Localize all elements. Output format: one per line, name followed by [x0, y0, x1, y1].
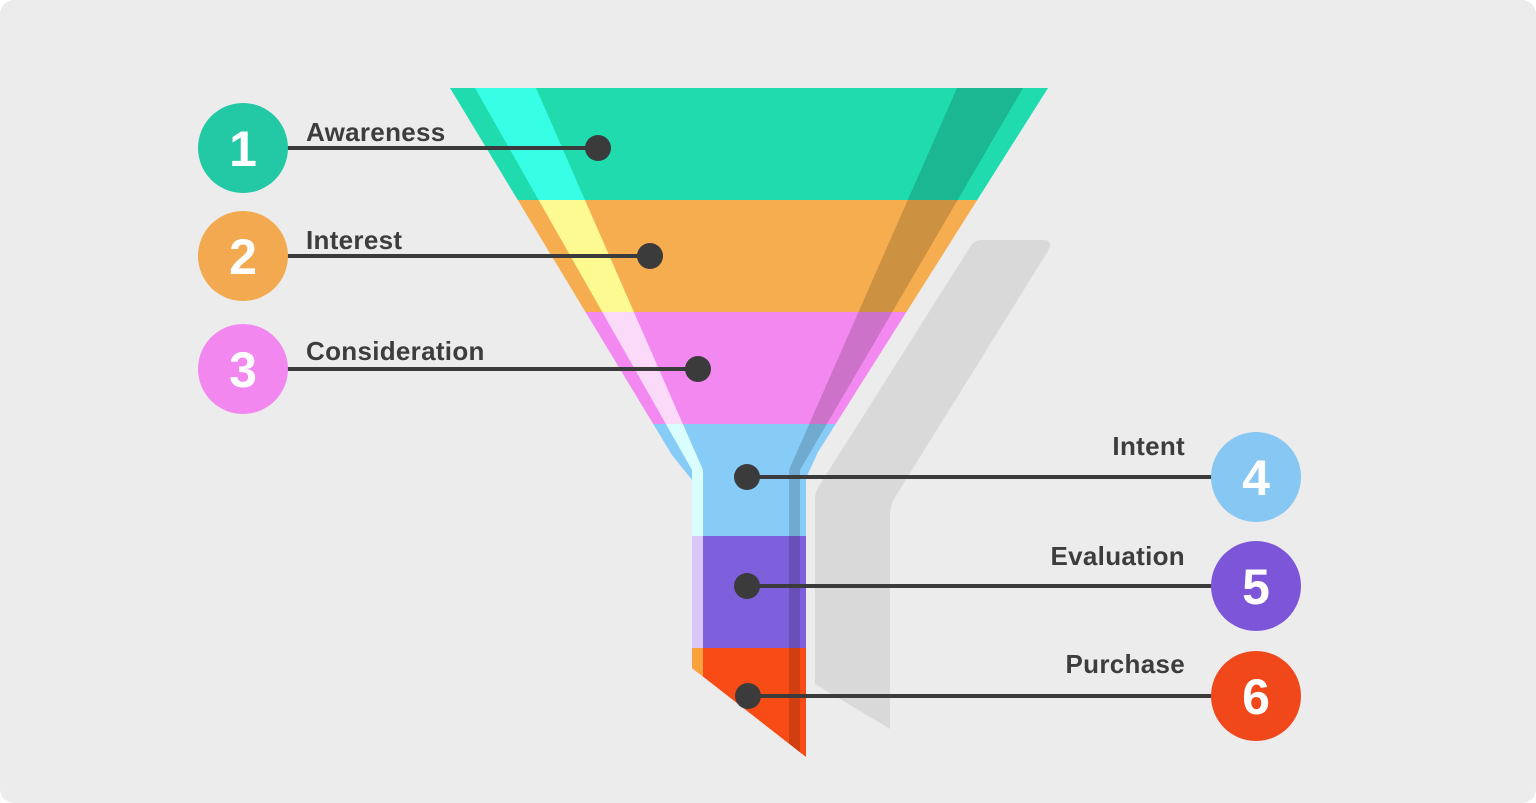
stage-circle-evaluation	[1211, 541, 1301, 631]
stage-label-consideration: Consideration	[306, 336, 485, 366]
funnel-shadow	[815, 240, 1051, 729]
stage-number-awareness: 1	[229, 121, 257, 177]
connector-dot-evaluation	[734, 573, 760, 599]
stage-number-consideration: 3	[229, 342, 257, 398]
stage-circle-intent	[1211, 432, 1301, 522]
stage-circle-consideration	[198, 324, 288, 414]
stage-label-evaluation: Evaluation	[1051, 541, 1185, 571]
stage-number-purchase: 6	[1242, 669, 1270, 725]
stage-label-purchase: Purchase	[1066, 649, 1185, 679]
stage-label-intent: Intent	[1112, 431, 1185, 461]
stage-circle-interest	[198, 211, 288, 301]
connector-dot-purchase	[735, 683, 761, 709]
stage-number-evaluation: 5	[1242, 559, 1270, 615]
stage-circle-purchase	[1211, 651, 1301, 741]
stage-label-awareness: Awareness	[306, 117, 446, 147]
stage-number-interest: 2	[229, 229, 257, 285]
stage-circle-awareness	[198, 103, 288, 193]
connector-dot-awareness	[585, 135, 611, 161]
connector-dot-intent	[734, 464, 760, 490]
funnel-shade-stripe	[789, 88, 1023, 757]
connector-dot-consideration	[685, 356, 711, 382]
connector-dot-interest	[637, 243, 663, 269]
stage-number-intent: 4	[1242, 450, 1270, 506]
stage-label-interest: Interest	[306, 225, 402, 255]
